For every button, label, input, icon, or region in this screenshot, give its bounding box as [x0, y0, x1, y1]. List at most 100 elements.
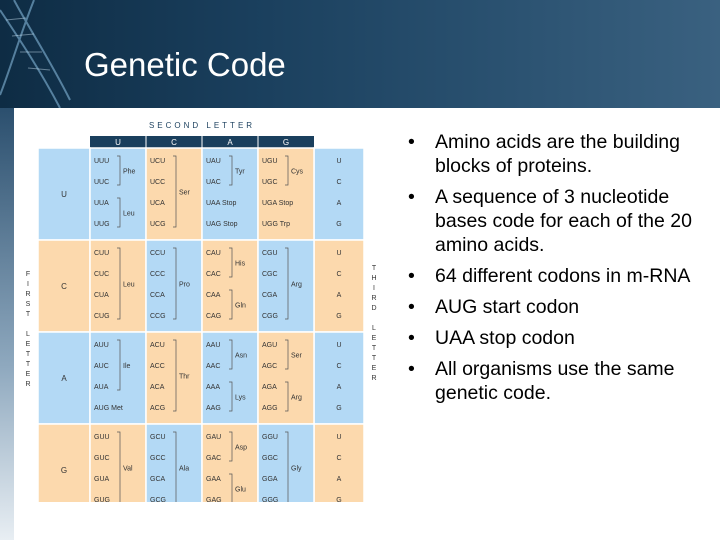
codon-label: CUA: [94, 292, 109, 299]
bullet-text: AUG start codon: [435, 296, 580, 318]
amino-acid-bracket: [229, 381, 233, 412]
codon-block: [257, 331, 315, 425]
third-letter-label: U: [336, 434, 341, 441]
third-letter-cell: [313, 147, 365, 241]
third-letter-side-char: T: [372, 345, 377, 352]
codon-label: GGC: [262, 455, 278, 462]
bullet-list: • Amino acids are the building blocks of …: [408, 130, 708, 412]
amino-acid-label: Tyr: [235, 169, 245, 176]
codon-label: GGU: [262, 434, 278, 441]
codon-label: CAA: [206, 292, 221, 299]
third-letter-side-char: L: [372, 325, 376, 332]
codon-label: UAG Stop: [206, 221, 238, 228]
codon-label: AGA: [262, 384, 277, 391]
codon-label: AAA: [206, 384, 220, 391]
codon-block: [145, 147, 203, 241]
first-letter-side-char: R: [25, 291, 30, 298]
third-letter-label: A: [337, 384, 342, 391]
codon-label: UCG: [150, 221, 166, 228]
codon-label: GAU: [206, 434, 221, 441]
codon-label: CUU: [94, 250, 109, 257]
amino-acid-bracket: [229, 473, 233, 502]
amino-acid-label: Leu: [123, 211, 135, 218]
amino-acid-bracket: [117, 197, 121, 228]
amino-acid-label: Gln: [235, 303, 246, 310]
third-letter-label: C: [336, 271, 341, 278]
amino-acid-label: Asn: [235, 353, 247, 360]
codon-label: GUU: [94, 434, 110, 441]
bullet-item: •AUG start codon: [408, 295, 708, 319]
bullet-icon: •: [408, 131, 415, 153]
codon-label: CGU: [262, 250, 278, 257]
codon-label: CAC: [206, 271, 221, 278]
third-letter-label: U: [336, 158, 341, 165]
codon-label: CUC: [94, 271, 109, 278]
third-letter-label: G: [336, 405, 341, 412]
codon-label: UGG Trp: [262, 221, 290, 228]
third-letter-label: C: [336, 455, 341, 462]
codon-block: [201, 331, 259, 425]
codon-block: [257, 239, 315, 333]
amino-acid-label: Lys: [235, 395, 246, 402]
amino-acid-label: Arg: [291, 395, 302, 402]
amino-acid-label: Ser: [291, 353, 303, 360]
codon-label: CCU: [150, 250, 165, 257]
codon-label: UCC: [150, 179, 165, 186]
first-letter-cell: [37, 239, 91, 333]
third-letter-side-char: I: [373, 285, 375, 292]
codon-label: CGC: [262, 271, 278, 278]
codon-block: [201, 147, 259, 241]
third-letter-side-char: E: [372, 365, 377, 372]
second-letter-label: C: [171, 138, 177, 147]
amino-acid-label: Ile: [123, 363, 131, 370]
third-letter-label: A: [337, 200, 342, 207]
third-letter-side-char: H: [371, 275, 376, 282]
codon-label: AUC: [94, 363, 109, 370]
codon-label: AAC: [206, 363, 220, 370]
third-letter-label: C: [336, 363, 341, 370]
amino-acid-label: His: [235, 261, 246, 268]
amino-acid-label: Leu: [123, 282, 135, 289]
third-letter-label: U: [336, 342, 341, 349]
codon-label: UUG: [94, 221, 110, 228]
codon-label: UCU: [150, 158, 165, 165]
codon-label: UUA: [94, 200, 109, 207]
codon-label: CGG: [262, 313, 278, 320]
codon-label: UAU: [206, 158, 221, 165]
third-letter-side-char: E: [372, 335, 377, 342]
first-letter-side-char: T: [26, 361, 31, 368]
amino-acid-bracket: [285, 431, 289, 502]
codon-label: GGG: [262, 497, 278, 502]
bullet-text: Amino acids are the building blocks of p…: [435, 131, 680, 177]
codon-label: ACC: [150, 363, 165, 370]
first-letter-side-char: T: [26, 311, 31, 318]
bullet-item: •UAA stop codon: [408, 326, 708, 350]
third-letter-label: G: [336, 221, 341, 228]
codon-label: GUA: [94, 476, 110, 483]
bullet-item: •A sequence of 3 nucleotide bases code f…: [408, 185, 708, 257]
codon-label: ACU: [150, 342, 165, 349]
amino-acid-label: Glu: [235, 487, 246, 494]
amino-acid-bracket: [229, 289, 233, 320]
first-letter-side-char: E: [26, 371, 31, 378]
amino-acid-bracket: [117, 339, 121, 391]
codon-label: GUC: [94, 455, 110, 462]
third-letter-label: G: [336, 497, 341, 502]
first-letter-label: U: [61, 190, 67, 199]
codon-block: [89, 423, 147, 502]
bullet-item: •All organisms use the same genetic code…: [408, 357, 708, 405]
bullet-text: A sequence of 3 nucleotide bases code fo…: [435, 186, 692, 256]
amino-acid-label: Ala: [179, 466, 189, 473]
first-letter-side-char: T: [26, 351, 31, 358]
dna-helix-decoration: [0, 0, 71, 108]
amino-acid-label: Ser: [179, 190, 191, 197]
second-letter-label: U: [115, 138, 121, 147]
bullet-text: UAA stop codon: [435, 327, 575, 349]
codon-label: GAC: [206, 455, 221, 462]
third-letter-label: A: [337, 292, 342, 299]
codon-label: CCA: [150, 292, 165, 299]
amino-acid-bracket: [173, 247, 177, 320]
codon-label: CUG: [94, 313, 110, 320]
amino-acid-label: Gly: [291, 466, 302, 473]
